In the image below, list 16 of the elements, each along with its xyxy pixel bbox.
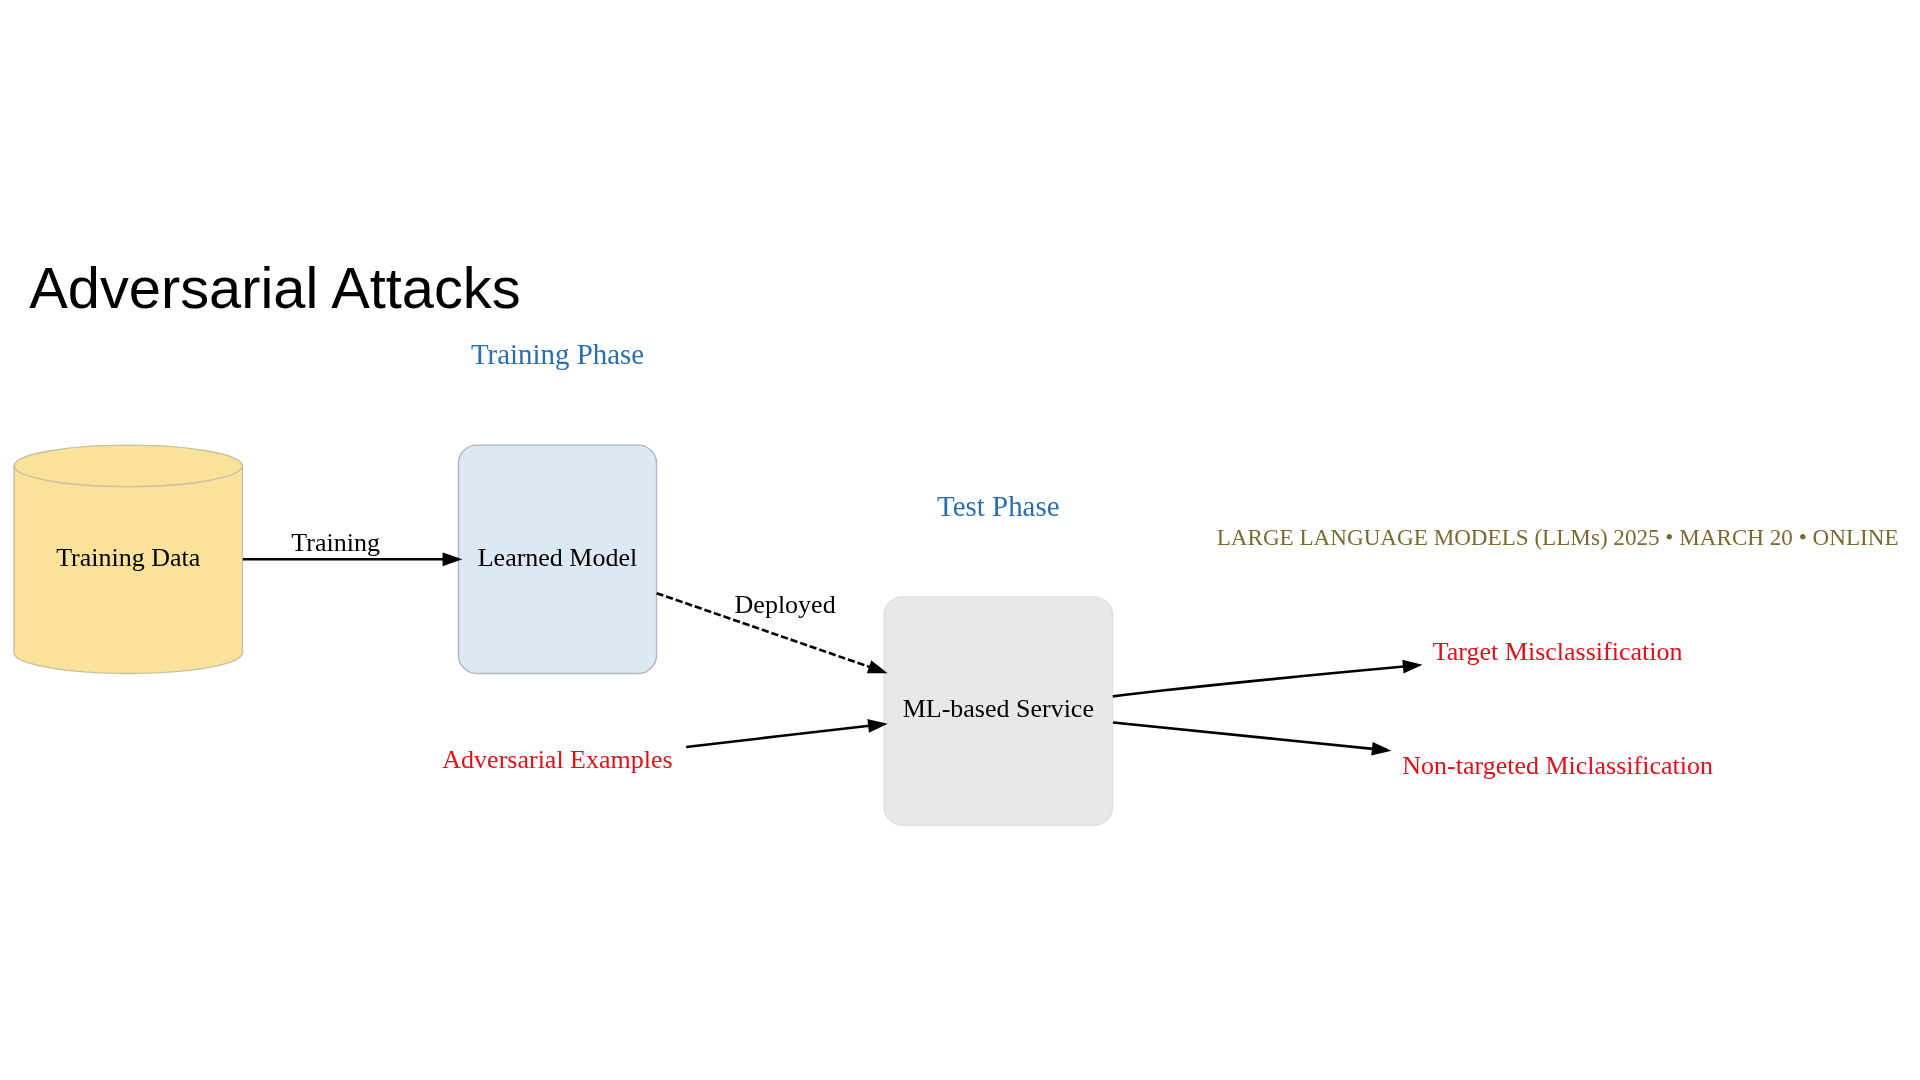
- node-text: Adversarial Examples: [442, 744, 673, 774]
- arrow: [1112, 659, 1423, 698]
- edge-label: Training: [291, 527, 380, 557]
- edge-label: Deployed: [734, 589, 836, 619]
- label: LARGE LANGUAGE MODELS (LLMs) 2025 • MARCH 20 • ONLINE: [1216, 523, 1899, 550]
- node-box: ML-based Service: [883, 595, 1114, 826]
- arrow: [656, 591, 888, 673]
- arrow: [242, 551, 463, 566]
- arrow: [686, 718, 888, 748]
- arrow: [1112, 720, 1392, 756]
- label: Test Phase: [937, 489, 1060, 522]
- label: Training Phase: [470, 337, 645, 370]
- node-box: Learned Model: [457, 443, 658, 674]
- diagram-title: Adversarial Attacks: [29, 255, 521, 320]
- node-text: Target Misclassification: [1432, 636, 1683, 666]
- node-text: Non-targeted Miclassification: [1402, 750, 1713, 780]
